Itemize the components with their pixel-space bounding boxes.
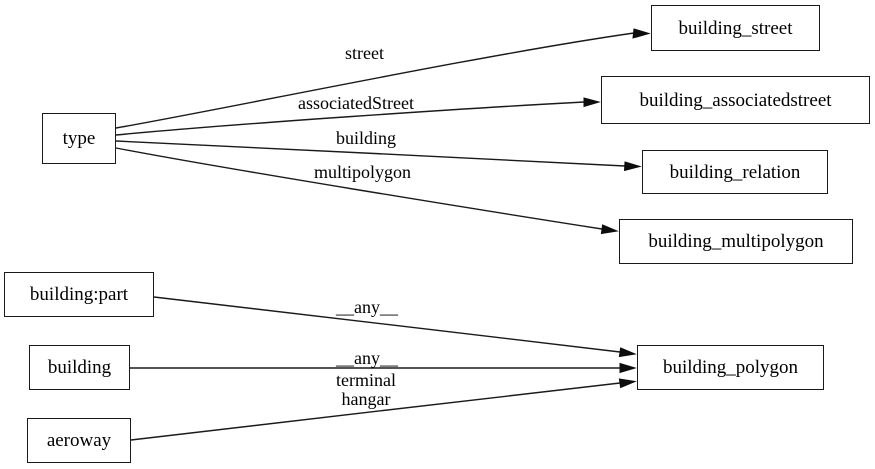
edge-label-street: street [345,43,384,63]
node-building-associatedstreet[interactable]: building_associatedstreet [601,76,870,124]
node-aeroway[interactable]: aeroway [27,418,131,463]
edge-label-any-buildingpart: __any__ [336,297,398,317]
edge-type-building_street [115,28,651,129]
node-building[interactable]: building [29,345,130,390]
node-building-multipolygon-label: building_multipolygon [648,231,824,252]
node-building-relation-label: building_relation [669,161,801,183]
node-building-associatedstreet-label: building_associatedstreet [639,89,832,111]
edge-type-building_multipolygon [115,147,619,235]
node-building-polygon-label: building_polygon [662,357,799,378]
edge-label-multipolygon: multipolygon [314,162,412,182]
edge-building_part-building_polygon [153,296,637,358]
edge-label-terminal-hangar: terminal hangar [336,370,396,409]
edge-label-associatedstreet: associatedStreet [298,93,414,113]
node-building-relation[interactable]: building_relation [642,150,828,194]
node-type[interactable]: type [42,113,116,164]
edge-type-building_associatedstreet [115,97,601,136]
edge-building-building_polygon [130,362,637,374]
edge-label-any-building: __any__ [336,348,398,368]
edge-type-building_relation [115,140,642,172]
node-building-label: building [47,357,112,378]
node-building-multipolygon[interactable]: building_multipolygon [619,219,853,264]
node-building-polygon[interactable]: building_polygon [637,345,824,390]
node-building-part-label: building:part [29,284,129,305]
edge-aeroway-building_polygon [130,378,637,441]
node-type-label: type [62,128,96,149]
node-building-street[interactable]: building_street [651,5,820,51]
node-building-part[interactable]: building:part [4,272,154,317]
edge-label-building: building [336,128,397,148]
node-building-street-label: building_street [678,17,793,39]
node-aeroway-label: aeroway [46,430,112,451]
